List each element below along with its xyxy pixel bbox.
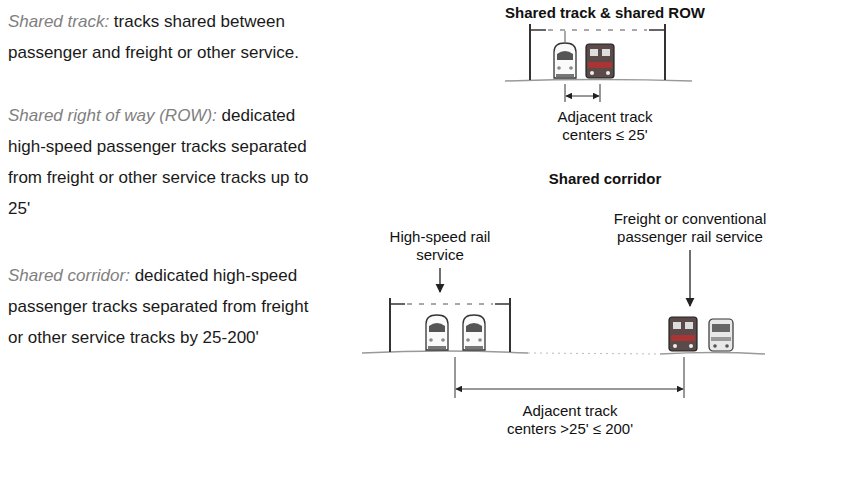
definition-paragraph: Shared right of way (ROW):dedicated high… [8,100,313,224]
pointer-arrow [439,268,440,292]
dimension-tick [600,84,601,102]
definition-paragraph: Shared track:tracks shared between passe… [8,6,313,68]
catenary-pole [529,24,531,80]
dimension-label: Adjacent track centers >25' ≤ 200' [500,402,640,438]
freight-train [586,44,614,78]
shared-corridor-illustration [362,250,765,398]
ground-line [362,351,528,353]
catenary-pole [664,24,666,80]
high-speed-train [463,315,485,350]
defined-term: Shared right of way (ROW): [8,106,217,125]
catenary-pole [389,298,391,352]
catenary-pole [509,298,511,352]
ground-line [505,80,692,82]
dimension-line [566,96,599,97]
dimension-label: Adjacent track centers ≤ 25' [544,108,666,144]
freight-train [669,317,697,351]
service-label: Freight or conventional passenger rail s… [601,210,779,246]
definition-paragraph: Shared corridor:dedicated high-speed pas… [8,260,313,353]
conventional-train [709,319,733,351]
dimension-tick [684,357,685,398]
catenary-arm [390,303,405,305]
high-speed-train [554,43,576,78]
ground-line [660,353,765,355]
catenary-wire [407,304,493,305]
catenary-arm [649,29,665,31]
dimension-tick [565,84,566,102]
pantograph [565,31,566,42]
figure-heading: Shared track & shared ROW [485,4,725,22]
service-label: High-speed rail service [376,228,504,264]
high-speed-train [426,315,448,350]
defined-term: Shared track: [8,12,109,31]
catenary-arm [495,303,510,305]
catenary-arm [530,29,546,31]
dimension-tick [455,357,456,398]
shared-track-illustration [505,24,692,102]
ground-line [528,353,660,354]
dimension-line [456,389,683,390]
defined-term: Shared corridor: [8,266,130,285]
catenary-wire [548,30,647,31]
figure-heading: Shared corridor [505,170,705,188]
pointer-arrow [689,250,690,306]
